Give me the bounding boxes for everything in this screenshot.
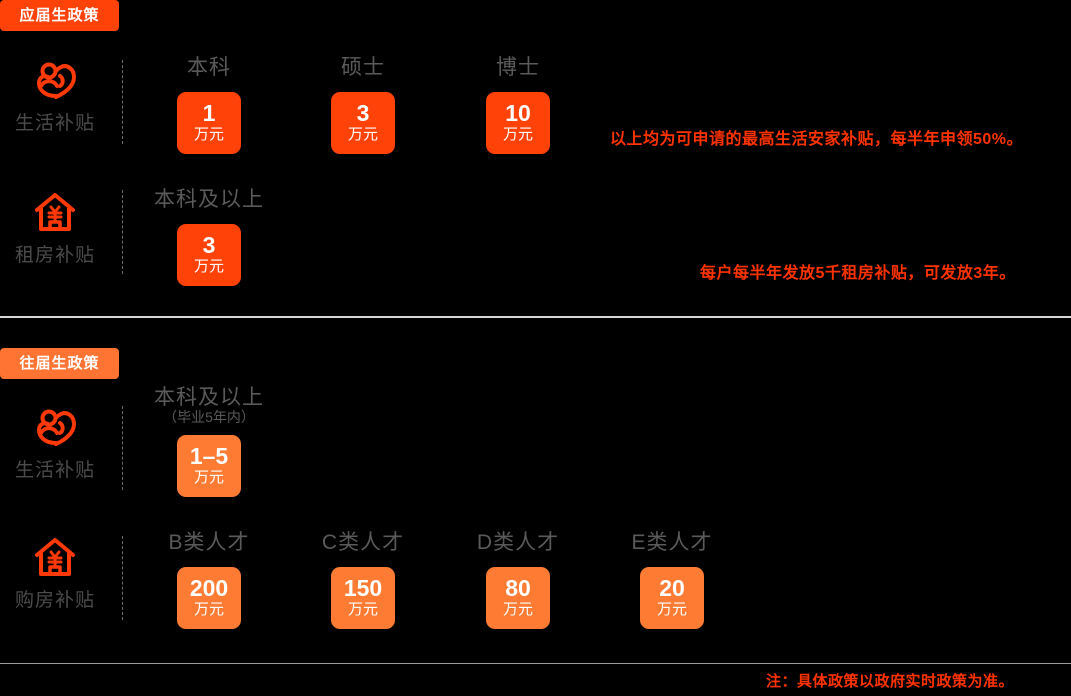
house-yuan-icon (35, 193, 75, 231)
row-label-text: 生活补贴 (14, 113, 95, 134)
house-yuan-icon (35, 538, 75, 576)
value-unit: 万元 (502, 601, 533, 619)
value-amount: 1–5 (189, 443, 229, 470)
value-amount: 80 (505, 575, 531, 602)
value-unit: 万元 (193, 126, 224, 144)
value-card: 3 万元 (331, 92, 395, 154)
column-heading-main: 本科及以上 (154, 386, 264, 409)
value-unit: 万元 (193, 601, 224, 619)
heart-person-icon (36, 409, 77, 446)
row-label-rent-subsidy-fresh: 租房补贴 (0, 188, 110, 265)
value-amount: 20 (659, 575, 685, 602)
section-badge-past-graduate: 往届生政策 (0, 348, 119, 379)
value-card: 80 万元 (486, 567, 550, 629)
column-heading: 硕士 (341, 56, 385, 79)
row-label-text: 生活补贴 (14, 460, 95, 481)
row-label-text: 租房补贴 (14, 245, 95, 266)
row-divider-dashed-1 (122, 60, 123, 144)
row-divider-dashed-4 (122, 536, 123, 620)
column-heading: B类人才 (168, 531, 250, 554)
value-card: 3 万元 (177, 224, 241, 286)
column-heading: E类人才 (631, 531, 713, 554)
column-heading: D类人才 (476, 531, 560, 554)
column-heading-sub: （毕业5年内） (163, 408, 255, 425)
value-card: 20 万元 (640, 567, 704, 629)
value-card: 1 万元 (177, 92, 241, 154)
value-amount: 150 (343, 575, 383, 602)
section-badge-fresh-graduate: 应届生政策 (0, 0, 119, 31)
row-label-living-subsidy-past: 生活补贴 (0, 403, 110, 480)
row-divider-dashed-3 (122, 406, 123, 490)
value-card: 1–5 万元 (177, 435, 241, 497)
value-amount: 200 (189, 575, 229, 602)
value-unit: 万元 (193, 469, 224, 487)
value-unit: 万元 (656, 601, 687, 619)
value-amount: 10 (505, 100, 531, 127)
column-heading: C类人才 (321, 531, 405, 554)
value-unit: 万元 (193, 258, 224, 276)
value-unit: 万元 (347, 126, 378, 144)
value-amount: 1 (202, 100, 216, 127)
column-heading: 博士 (496, 56, 540, 79)
column-heading: 本科 (187, 56, 231, 79)
note-living-subsidy-fresh: 以上均为可申请的最高生活安家补贴，每半年申领50%。 (610, 131, 1024, 148)
column-heading: 本科及以上 (154, 188, 264, 211)
heart-person-icon (36, 62, 77, 99)
row-label-home-purchase-past: 购房补贴 (0, 533, 110, 610)
footer-note: 注：具体政策以政府实时政策为准。 (766, 673, 1015, 690)
row-divider-dashed-2 (122, 190, 123, 274)
section-divider (0, 316, 1071, 318)
value-amount: 3 (202, 232, 216, 259)
row-label-text: 购房补贴 (14, 590, 95, 611)
value-card: 150 万元 (331, 567, 395, 629)
value-amount: 3 (356, 100, 370, 127)
value-card: 200 万元 (177, 567, 241, 629)
value-unit: 万元 (347, 601, 378, 619)
value-unit: 万元 (502, 126, 533, 144)
footer-divider (0, 663, 1071, 664)
row-label-living-subsidy-fresh: 生活补贴 (0, 56, 110, 133)
column-heading: 本科及以上 （毕业5年内） (154, 386, 264, 425)
note-rent-subsidy-fresh: 每户每半年发放5千租房补贴，可发放3年。 (700, 265, 1016, 282)
value-card: 10 万元 (486, 92, 550, 154)
